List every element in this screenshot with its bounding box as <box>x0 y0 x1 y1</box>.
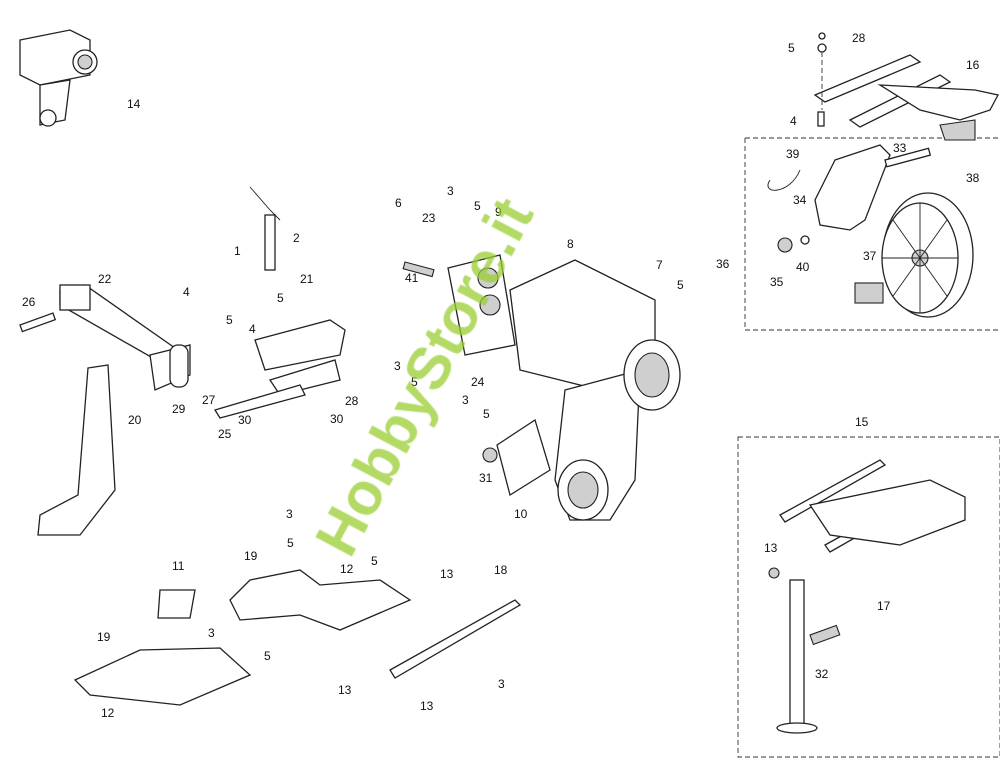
part-number-label: 3 <box>286 507 293 521</box>
part-number-label: 5 <box>411 375 418 389</box>
part-number-label: 20 <box>128 413 142 427</box>
part-number-label: 5 <box>277 291 284 305</box>
part-number-label: 3 <box>208 626 215 640</box>
part-number-label: 5 <box>371 554 378 568</box>
part-number-label: 30 <box>238 413 252 427</box>
part-number-label: 3 <box>462 393 469 407</box>
part-number-label: 18 <box>494 563 508 577</box>
part-number-label: 13 <box>420 699 434 713</box>
part-number-label: 36 <box>716 257 730 271</box>
part-number-label: 26 <box>22 295 36 309</box>
part-number-label: 35 <box>770 275 784 289</box>
part-number-label: 6 <box>395 196 402 210</box>
part-number-label: 28 <box>852 31 866 45</box>
gearbox-thumbnail <box>19 29 98 127</box>
part-number-label: 14 <box>127 97 141 111</box>
part-number-label: 17 <box>877 599 891 613</box>
part-number-label: 37 <box>863 249 877 263</box>
part-number-label: 30 <box>330 412 344 426</box>
part-number-label: 2 <box>293 231 300 245</box>
part-number-label: 13 <box>338 683 352 697</box>
part-number-label: 3 <box>447 184 454 198</box>
part-number-label: 5 <box>788 41 795 55</box>
part-number-label: 13 <box>440 567 454 581</box>
part-number-label: 23 <box>422 211 436 225</box>
part-number-label: 21 <box>300 272 314 286</box>
group-box-15 <box>737 436 1000 758</box>
part-number-label: 4 <box>183 285 190 299</box>
part-number-label: 25 <box>218 427 232 441</box>
part-number-label: 7 <box>656 258 663 272</box>
part-number-label: 32 <box>815 667 829 681</box>
gearbox-8 <box>402 254 681 521</box>
part-number-label: 34 <box>793 193 807 207</box>
stand-15 <box>768 459 966 734</box>
part-number-label: 12 <box>340 562 354 576</box>
part-number-label: 4 <box>790 114 797 128</box>
part-number-label: 5 <box>264 649 271 663</box>
part-number-label: 33 <box>893 141 907 155</box>
part-number-label: 28 <box>345 394 359 408</box>
part-number-label: 31 <box>479 471 493 485</box>
part-number-label: 40 <box>796 260 810 274</box>
part-number-label: 39 <box>786 147 800 161</box>
part-number-label: 9 <box>495 205 502 219</box>
part-number-label: 1 <box>234 244 241 258</box>
part-number-label: 15 <box>855 415 869 429</box>
part-number-label: 19 <box>244 549 258 563</box>
part-number-label: 41 <box>405 271 419 285</box>
part-number-label: 3 <box>394 359 401 373</box>
plates-19 <box>73 569 522 706</box>
part-number-label: 10 <box>514 507 528 521</box>
part-number-label: 5 <box>287 536 294 550</box>
part-number-label: 8 <box>567 237 574 251</box>
part-number-label: 5 <box>474 199 481 213</box>
part-number-label: 27 <box>202 393 216 407</box>
part-number-label: 5 <box>677 278 684 292</box>
part-number-label: 22 <box>98 272 112 286</box>
part-number-label: 11 <box>172 559 185 573</box>
part-number-label: 29 <box>172 402 186 416</box>
part-number-label: 13 <box>764 541 778 555</box>
part-number-label: 16 <box>966 58 980 72</box>
wheel-assembly <box>767 144 974 318</box>
part-number-label: 5 <box>483 407 490 421</box>
bracket-16 <box>813 32 999 141</box>
part-number-label: 38 <box>966 171 980 185</box>
handle-bar <box>37 364 116 536</box>
part-number-label: 4 <box>249 322 256 336</box>
part-number-label: 3 <box>498 677 505 691</box>
part-number-label: 5 <box>226 313 233 327</box>
part-number-label: 12 <box>101 706 115 720</box>
part-number-label: 19 <box>97 630 111 644</box>
part-number-label: 24 <box>471 375 485 389</box>
